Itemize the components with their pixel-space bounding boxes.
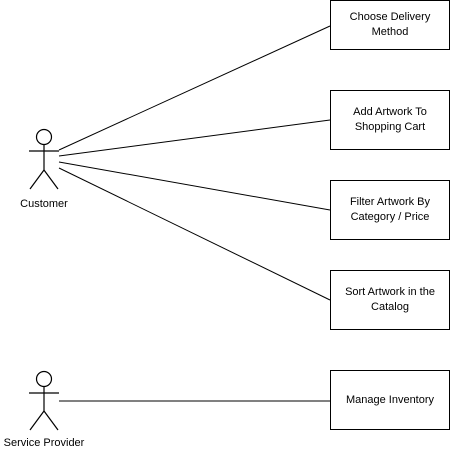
use-case-sort-artwork: Sort Artwork in the Catalog <box>330 270 450 330</box>
use-case-label: Manage Inventory <box>345 393 435 406</box>
association-line-add-artwork-to-shopping-cart <box>58 119 331 157</box>
use-case-choose-delivery-method: Choose Delivery Method <box>330 0 450 50</box>
customer-label: Customer <box>20 198 68 210</box>
use-case-filter-artwork: Filter Artwork By Category / Price <box>330 180 450 240</box>
use-case-label: Filter Artwork By Category / Price <box>349 196 431 223</box>
use-case-label: Sort Artwork in the Catalog <box>345 286 435 313</box>
use-case-manage-inventory: Manage Inventory <box>330 370 450 430</box>
use-case-label: Add Artwork To Shopping Cart <box>353 106 427 133</box>
customer-actor-figure <box>29 128 59 190</box>
use-case-label: Choose Delivery Method <box>349 11 431 38</box>
use-case-add-artwork-to-shopping-cart: Add Artwork To Shopping Cart <box>330 90 450 150</box>
association-line-sort-artwork <box>58 167 331 301</box>
association-line-filter-artwork <box>58 161 331 211</box>
association-line-choose-delivery-method <box>58 25 331 151</box>
service-provider-actor-figure <box>29 370 59 431</box>
service-provider-label: Service Provider <box>3 437 85 449</box>
